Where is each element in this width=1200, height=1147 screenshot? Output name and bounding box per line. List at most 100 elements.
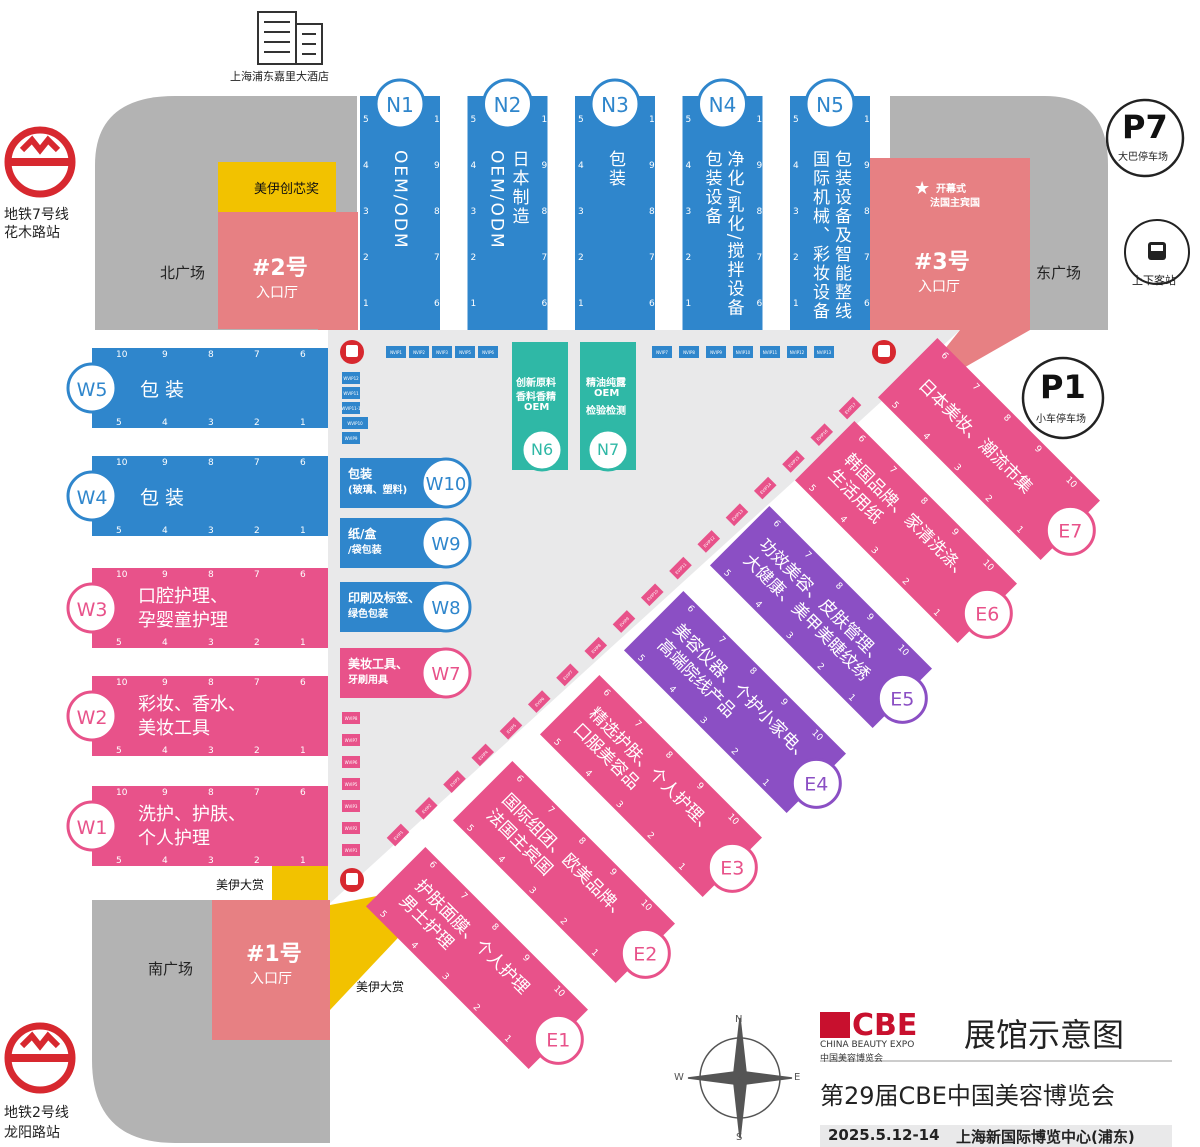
booth-number: 5 (464, 823, 475, 834)
booth-number: 2 (578, 253, 584, 263)
hall-N2-desc: OEM/ODM (487, 150, 507, 250)
hall-N4[interactable]: N4包装设备净化/乳化/搅拌设备10987654321 (682, 78, 769, 330)
vip-room[interactable]: EVIP5 (499, 716, 523, 740)
vip-room[interactable]: EVIP7 (556, 663, 579, 687)
vip-room[interactable]: EVIP4 (471, 743, 495, 767)
hall-W3-code: W3 (77, 599, 108, 621)
vip-room[interactable]: NVIP11 (760, 346, 780, 358)
vip-room[interactable]: EVIP9 (612, 610, 636, 633)
vip-room[interactable]: NVIP9 (706, 346, 726, 358)
vip-room[interactable]: EVIP3 (443, 770, 466, 793)
booth-number: 9 (542, 161, 548, 171)
vip-room-label: WVIP3 (345, 804, 358, 809)
vip-room-label: EVIP9 (619, 616, 631, 628)
booth-number: 9 (162, 788, 168, 798)
vip-room[interactable]: NVIP3 (432, 346, 452, 358)
hall-N2-code: N2 (494, 93, 522, 117)
booth-number: 5 (116, 746, 122, 756)
vip-room[interactable]: NVIP5 (455, 346, 475, 358)
booth-number: 1 (300, 856, 306, 866)
vip-room[interactable]: EVIP13 (725, 503, 749, 527)
vip-room[interactable]: WVIP11-1 (341, 402, 361, 414)
hall-W3-desc: 孕婴童护理 (138, 610, 228, 631)
vip-room[interactable]: NVIP12 (787, 346, 807, 358)
booth-number: 7 (649, 253, 655, 263)
booth-number: 5 (806, 483, 817, 494)
vip-room[interactable]: WVIP5 (342, 778, 360, 790)
vip-room[interactable]: EVIP1 (386, 823, 410, 847)
vip-room[interactable]: EVIP11 (669, 556, 692, 580)
hall-E3-code: E3 (720, 857, 744, 879)
vip-room[interactable]: NVIP7 (652, 346, 672, 358)
hall-N1-desc: OEM/ODM (390, 150, 410, 250)
vip-room-label: NVIP10 (736, 350, 751, 355)
booth-number: 6 (300, 350, 306, 360)
vip-room[interactable]: NVIP13 (814, 346, 834, 358)
hall-W9[interactable]: W9纸/盒/袋包装 (340, 517, 472, 569)
vip-room[interactable]: EVIP17 (838, 396, 862, 420)
hall-E6-code: E6 (975, 603, 999, 625)
booth-number: 5 (116, 856, 122, 866)
vip-room[interactable]: EVIP14 (753, 476, 777, 500)
hall-N5[interactable]: N5国际机械、彩妆设备包装设备及智能整线10987654321 (790, 78, 876, 330)
booth-number: 2 (254, 856, 260, 866)
vip-room[interactable]: WVIP8 (342, 712, 360, 724)
vip-room[interactable]: WVIP10 (342, 417, 368, 429)
cbe-logo-sub-cn: 中国美容博览会 (820, 1054, 884, 1064)
vip-room[interactable]: EVIP2 (414, 796, 438, 820)
booth-number: 9 (694, 781, 705, 792)
vip-room[interactable]: NVIP2 (409, 346, 429, 358)
booth-number: 4 (582, 768, 593, 779)
vip-room[interactable]: WVIP12 (342, 372, 360, 384)
booth-number: 7 (545, 805, 556, 816)
vip-room[interactable]: NVIP8 (679, 346, 699, 358)
metro-icon (4, 1022, 76, 1094)
hall-N7-desc-3: 检验检测 (586, 406, 626, 417)
vip-room[interactable]: EVIP8 (584, 636, 608, 660)
vip-room[interactable]: EVIP16 (810, 423, 834, 447)
booth-number: 9 (162, 570, 168, 580)
vip-room-label: WVIP1 (345, 848, 358, 853)
booth-number: 2 (254, 746, 260, 756)
booth-number: 1 (300, 526, 306, 536)
vip-room-label: NVIP12 (790, 350, 805, 355)
vip-room[interactable]: EVIP6 (527, 690, 551, 713)
hall-N4-code: N4 (709, 93, 737, 117)
vip-room[interactable]: WVIP2 (342, 822, 360, 834)
vip-room[interactable]: WVIP1 (342, 844, 360, 856)
vip-room[interactable]: WVIP3 (342, 800, 360, 812)
vip-room[interactable]: WVIP11 (342, 387, 360, 399)
booth-number: 6 (649, 299, 655, 309)
vip-room[interactable]: NVIP10 (733, 346, 753, 358)
hall-N7-desc-1: 精油纯露 (586, 378, 626, 389)
booth-number: 6 (542, 299, 548, 309)
hall-W8-desc: 绿色包装 (348, 607, 388, 620)
hall-W9-code: W9 (431, 534, 460, 555)
hall-N4-desc: 净化/乳化/搅拌设备 (724, 150, 745, 318)
vip-room[interactable]: EVIP12 (697, 530, 721, 553)
vip-room[interactable]: NVIP1 (386, 346, 406, 358)
vip-room[interactable]: NVIP6 (478, 346, 498, 358)
hall-W1-desc: 洗护、护肤、 (138, 804, 246, 825)
booth-number: 7 (254, 570, 260, 580)
vip-room[interactable]: WVIP6 (342, 756, 360, 768)
vip-room-label: EVIP8 (590, 642, 602, 654)
vip-room[interactable]: EVIP10 (640, 583, 664, 607)
vip-room[interactable]: WVIP9 (342, 432, 360, 444)
booth-number: 2 (558, 917, 569, 928)
vip-room[interactable]: EVIP15 (782, 450, 805, 473)
vip-room[interactable]: WVIP7 (342, 734, 360, 746)
booth-number: 2 (729, 747, 740, 758)
